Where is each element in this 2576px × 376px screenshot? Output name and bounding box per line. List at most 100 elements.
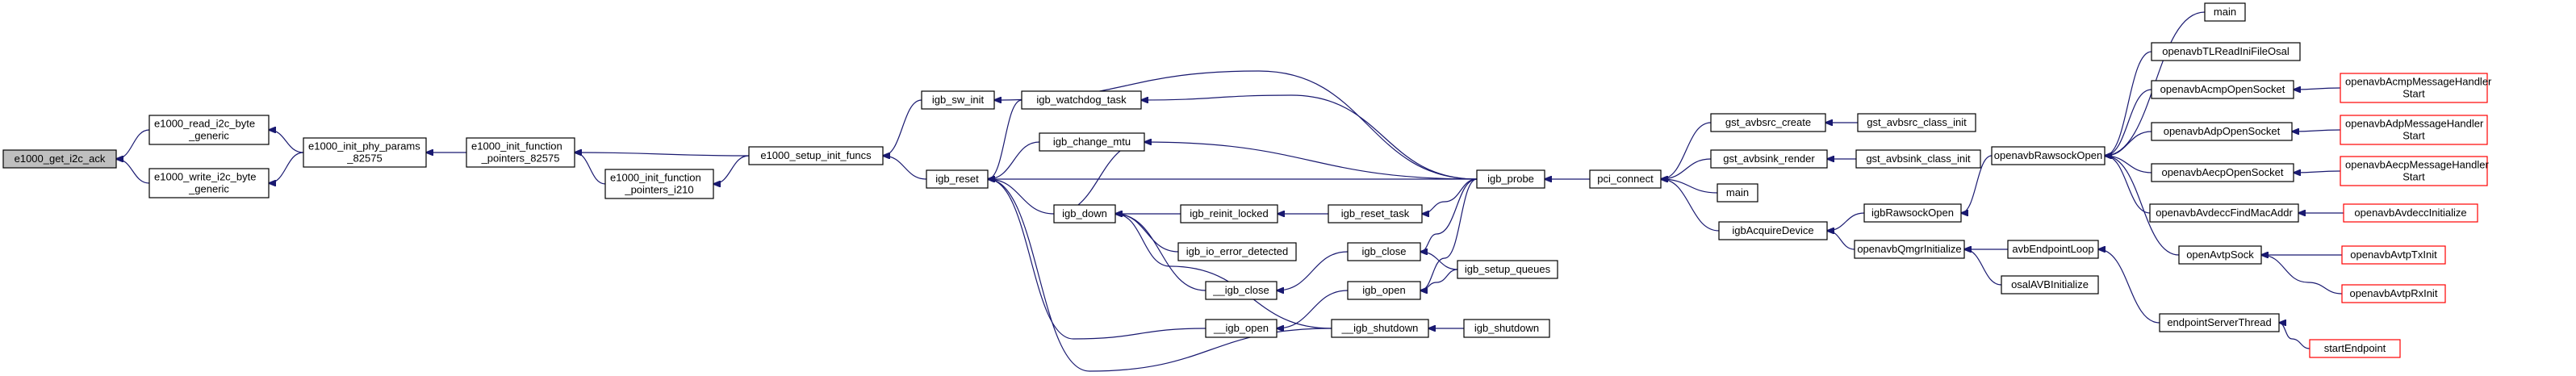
node-box bbox=[1710, 149, 1828, 169]
node-box bbox=[2343, 203, 2478, 223]
graph-node[interactable]: igb_change_mtu bbox=[1039, 132, 1145, 152]
node-box bbox=[2178, 245, 2262, 265]
graph-node[interactable]: e1000_init_function_pointers_82575 bbox=[466, 137, 575, 168]
node-box bbox=[1717, 183, 1758, 203]
node-box bbox=[466, 137, 575, 168]
graph-node[interactable]: igb_reset bbox=[926, 169, 989, 189]
graph-node[interactable]: endpointServerThread bbox=[2159, 313, 2280, 332]
graph-node[interactable]: __igb_open bbox=[1205, 319, 1278, 338]
node-box bbox=[2340, 115, 2488, 145]
edge-n13-to-n11 bbox=[1115, 214, 1179, 253]
graph-node[interactable]: pci_connect bbox=[1589, 169, 1662, 189]
node-label: e1000_read_i2c_byte bbox=[154, 118, 255, 130]
graph-node[interactable]: igb_sw_init bbox=[921, 90, 995, 110]
graph-node[interactable]: openavbAdpOpenSocket bbox=[2151, 122, 2293, 141]
edge-n43-to-n36 bbox=[2105, 156, 2180, 256]
node-label: openavbAvdeccInitialize bbox=[2354, 207, 2466, 219]
graph-node[interactable]: igb_open bbox=[1347, 281, 1421, 300]
graph-node[interactable]: igb_watchdog_task bbox=[1021, 90, 1142, 110]
graph-node[interactable]: igbAcquireDevice bbox=[1718, 221, 1828, 240]
node-box bbox=[2151, 163, 2294, 182]
node-label: e1000_get_i2c_ack bbox=[15, 152, 106, 165]
node-label: openavbTLReadIniFileOsal bbox=[2162, 45, 2290, 57]
graph-node[interactable]: openavbTLReadIniFileOsal bbox=[2151, 42, 2301, 61]
graph-node[interactable]: igb_reinit_locked bbox=[1180, 204, 1278, 224]
graph-node[interactable]: e1000_init_phy_params_82575 bbox=[303, 137, 427, 168]
node-label: igbRawsockOpen bbox=[1871, 207, 1954, 219]
node-box bbox=[2340, 156, 2488, 186]
node-box bbox=[2309, 339, 2401, 358]
edge-n2-to-n0 bbox=[116, 159, 150, 184]
graph-node[interactable]: igbRawsockOpen bbox=[1863, 203, 1962, 223]
graph-node[interactable]: igb_reset_task bbox=[1328, 204, 1423, 224]
graph-node[interactable]: openavbAvdeccInitialize bbox=[2343, 203, 2478, 223]
node-label: igbAcquireDevice bbox=[1732, 224, 1813, 236]
graph-node[interactable]: igb_close bbox=[1347, 242, 1421, 261]
graph-node[interactable]: igb_down bbox=[1053, 204, 1116, 224]
node-label: main bbox=[1726, 186, 1749, 198]
graph-node[interactable]: openavbAvtpTxInit bbox=[2341, 245, 2446, 265]
graph-node[interactable]: openavbAvtpRxInit bbox=[2341, 284, 2446, 303]
graph-node[interactable]: openavbQmgrInitialize bbox=[1854, 240, 1965, 259]
node-label: openavbAvtpTxInit bbox=[2350, 249, 2437, 261]
node-box bbox=[748, 146, 884, 165]
node-label: igb_io_error_detected bbox=[1186, 245, 1288, 257]
edge-n20-to-n18 bbox=[1420, 178, 1478, 290]
graph-node[interactable]: __igb_shutdown bbox=[1331, 319, 1429, 338]
graph-node[interactable]: __igb_close bbox=[1205, 281, 1278, 300]
edge-n33-to-n31 bbox=[1964, 249, 2002, 286]
graph-node[interactable]: igb_shutdown bbox=[1463, 319, 1550, 338]
graph-node[interactable]: openavbAecpOpenSocket bbox=[2151, 163, 2294, 182]
edge-n26-to-n23 bbox=[1661, 179, 1718, 194]
node-box bbox=[1589, 169, 1662, 189]
graph-node[interactable]: gst_avbsink_class_init bbox=[1855, 149, 1981, 169]
node-box bbox=[1854, 240, 1965, 259]
graph-node[interactable]: gst_avbsrc_class_init bbox=[1857, 113, 1976, 132]
graph-node[interactable]: igb_probe bbox=[1476, 169, 1545, 189]
graph-node[interactable]: main bbox=[1717, 183, 1758, 203]
node-box bbox=[1328, 204, 1423, 224]
graph-node: e1000_get_i2c_ack bbox=[2, 149, 117, 169]
node-box bbox=[1347, 242, 1421, 261]
node-box bbox=[2159, 313, 2280, 332]
node-box bbox=[1177, 242, 1297, 261]
edge-n19-to-n8 bbox=[988, 179, 1332, 372]
graph-node[interactable]: main bbox=[2204, 2, 2246, 22]
graph-node[interactable]: igb_setup_queues bbox=[1457, 260, 1558, 279]
graph-node[interactable]: igb_io_error_detected bbox=[1177, 242, 1297, 261]
graph-node[interactable]: osalAVBInitialize bbox=[2001, 275, 2099, 295]
edge-n49-to-n43 bbox=[2261, 255, 2343, 295]
edge-n14-to-n11 bbox=[1115, 214, 1206, 291]
graph-node[interactable]: gst_avbsink_render bbox=[1710, 149, 1828, 169]
node-label: e1000_setup_init_funcs bbox=[760, 149, 872, 161]
node-label: openavbAcmpMessageHandler bbox=[2345, 76, 2492, 88]
edge-n6-to-n5 bbox=[713, 155, 750, 184]
node-box bbox=[2149, 203, 2299, 223]
node-label: avbEndpointLoop bbox=[2012, 243, 2093, 255]
node-label: openAvtpSock bbox=[2186, 249, 2254, 261]
edge-n5-to-n4 bbox=[575, 152, 606, 185]
edge-n31-to-n27 bbox=[1827, 231, 1855, 250]
node-label: _generic bbox=[188, 130, 229, 142]
graph-node[interactable]: e1000_setup_init_funcs bbox=[748, 146, 884, 165]
edge-n44-to-n39 bbox=[2294, 88, 2341, 90]
graph-node[interactable]: gst_avbsrc_create bbox=[1710, 113, 1826, 132]
graph-node[interactable]: openavbAvdeccFindMacAddr bbox=[2149, 203, 2299, 223]
node-box bbox=[2341, 284, 2446, 303]
graph-node[interactable]: openavbRawsockOpen bbox=[1991, 146, 2106, 165]
graph-node[interactable]: openAvtpSock bbox=[2178, 245, 2262, 265]
edge-n39-to-n36 bbox=[2105, 89, 2152, 156]
edge-n3-to-n2 bbox=[269, 152, 304, 183]
graph-node[interactable]: e1000_write_i2c_byte_generic bbox=[148, 168, 270, 198]
graph-node[interactable]: e1000_init_function_pointers_i210 bbox=[604, 169, 714, 199]
edges-layer bbox=[116, 11, 2344, 372]
edge-n20-to-n7 bbox=[994, 70, 1478, 180]
graph-node[interactable]: e1000_read_i2c_byte_generic bbox=[148, 115, 270, 145]
graph-node[interactable]: avbEndpointLoop bbox=[2007, 240, 2099, 259]
graph-node[interactable]: startEndpoint bbox=[2309, 339, 2401, 358]
node-label: _82575 bbox=[346, 152, 382, 165]
graph-node[interactable]: openavbAcmpOpenSocket bbox=[2151, 80, 2294, 99]
